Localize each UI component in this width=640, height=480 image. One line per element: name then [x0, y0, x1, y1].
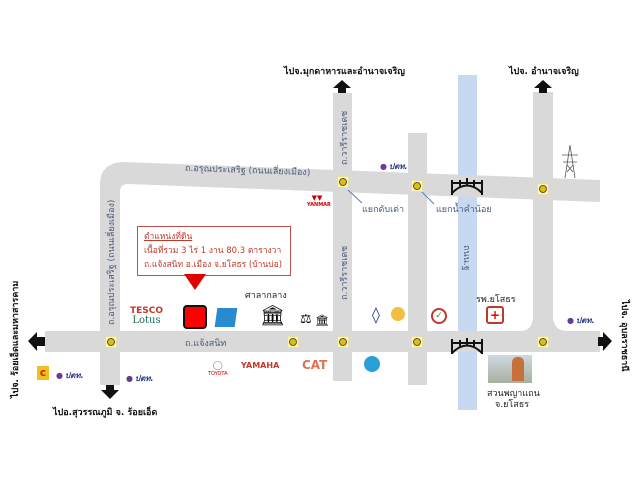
yamaha-logo: YAMAHA	[241, 361, 280, 370]
property-title: ตำแหน่งที่ดิน	[144, 232, 193, 242]
intersection-nam-kam-noi: แยกน้ำคำน้อย	[436, 205, 492, 215]
destination-east: ไปจ. อุบลราชธานี	[619, 300, 629, 372]
river	[458, 75, 477, 410]
traffic-light-icon	[411, 180, 423, 192]
power-tower-icon	[562, 144, 578, 179]
bank-logo	[214, 308, 238, 327]
store-logo: c	[37, 366, 49, 380]
river-road-label: ถนน.ฐ	[461, 245, 471, 271]
toyota-logo: ◯TOYOTA	[208, 361, 228, 378]
traffic-light-icon	[105, 336, 117, 348]
ktb-bank-logo	[364, 356, 380, 372]
hospital-icon: +	[486, 306, 504, 324]
main-road	[45, 331, 600, 352]
ptt-logo: ปตท.	[56, 369, 84, 382]
ptt-logo: ปตท.	[567, 314, 595, 327]
traffic-light-icon	[337, 336, 349, 348]
main-road-label: ถ.แจ้งสนิท	[185, 339, 227, 349]
park-photo	[488, 355, 532, 383]
arrow-down-red-icon	[184, 274, 206, 290]
arrow-east-icon	[598, 332, 612, 351]
park-label-line1: สวนพญาแถน	[487, 389, 540, 399]
arrow-north-right-icon	[534, 80, 552, 93]
traffic-light-icon	[411, 336, 423, 348]
pointer-line	[347, 189, 363, 204]
bridge-icon	[451, 178, 483, 195]
hospital-label: รพ.ยโสธร	[476, 295, 516, 305]
destination-north-left: ไปจ.มุกดาหารและอำนาจเจริญ	[284, 67, 405, 77]
wari-road-label-upper: ถ.วารีราชเดช	[340, 110, 350, 165]
krungsri-bank-logo	[391, 307, 405, 321]
ptt-logo: ปตท.	[380, 160, 408, 173]
traffic-light-icon	[287, 336, 299, 348]
wari-road	[333, 93, 352, 381]
traffic-light-icon	[337, 176, 349, 188]
bridge-icon	[451, 338, 483, 354]
cat-logo: CAT	[302, 358, 328, 372]
right-road	[520, 92, 568, 331]
destination-west: ไปจ. ร้อยเอ็ดและมหาสารคาม	[11, 280, 21, 398]
pointer-line	[419, 189, 435, 205]
property-area: เนื้อที่รวม 3 ไร่ 1 งาน 80.3 ตารางวา	[144, 246, 282, 256]
destination-south: ไปอ.สุวรรณภูมิ จ. ร้อยเอ็ด	[53, 408, 158, 418]
bbl-bank-logo: ◊	[372, 305, 380, 324]
left-road-label: ถ.อรุณประเสริฐ (ถนนเลี่ยงเมือง)	[107, 199, 117, 325]
city-hall-icon: 🏛	[260, 303, 286, 327]
government-building-icon: 🏛	[315, 314, 329, 327]
tesco-lotus-logo: TESCO Lotus	[130, 306, 164, 326]
property-marker	[183, 305, 207, 329]
property-info-box: ตำแหน่งที่ดิน เนื้อที่รวม 3 ไร่ 1 งาน 80…	[137, 226, 291, 276]
arrow-north-left-icon	[333, 80, 351, 93]
arrow-west-icon	[28, 332, 45, 351]
traffic-light-icon	[537, 336, 549, 348]
park-label-line2: จ.ยโสธร	[495, 400, 530, 410]
court-icon: ⚖	[300, 312, 312, 327]
yanmar-logo: ▼▼YANMAR	[307, 194, 331, 209]
intersection-tap-tao: แยกดับเต่า	[362, 205, 405, 215]
ptt-logo: ปตท.	[126, 372, 154, 385]
property-address: ถ.แจ้งสนิท อ.เมือง จ.ยโสธร (บ้านบ่อ)	[144, 260, 283, 270]
destination-north-right: ไปจ. อำนาจเจริญ	[509, 67, 579, 77]
arrow-south-icon	[101, 385, 119, 399]
city-hall-label: ศาลากลาง	[245, 291, 287, 301]
wari-road-label-lower: ถ.วารีราชเดช	[340, 245, 350, 300]
middle-road	[408, 133, 427, 385]
traffic-light-icon	[537, 183, 549, 195]
kbank-logo: ✓	[431, 308, 447, 324]
